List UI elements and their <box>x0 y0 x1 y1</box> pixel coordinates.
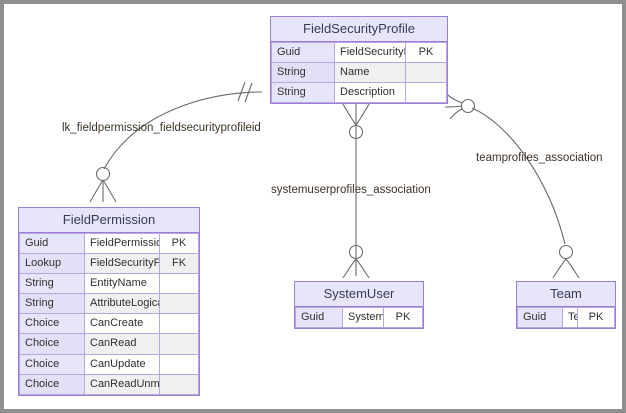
attribute-key: PK <box>577 306 615 329</box>
attribute-type: String <box>271 82 335 104</box>
attribute-table: Guid SystemUserId PK <box>295 306 423 329</box>
attribute-table: Guid FieldSecurityProfileId PK String Na… <box>271 41 447 104</box>
entity-fieldpermission[interactable]: FieldPermission Guid FieldPermissionId P… <box>18 207 200 396</box>
attribute-key: FK <box>159 253 199 275</box>
attribute-key <box>159 313 199 335</box>
attribute-type: Choice <box>19 313 85 335</box>
connector-teamprofiles <box>444 91 580 279</box>
attribute-key <box>405 62 447 84</box>
attribute-key <box>159 353 199 375</box>
attribute-key <box>159 373 199 395</box>
attribute-name: AttributeLogicalName <box>84 293 160 315</box>
table-row[interactable]: Guid FieldSecurityProfileId PK <box>271 41 447 64</box>
table-row[interactable]: Guid TeamID PK <box>517 306 615 329</box>
attribute-name: SystemUserId <box>342 306 384 329</box>
attribute-key: PK <box>159 232 199 255</box>
attribute-name: CanReadUnmasked <box>84 373 160 395</box>
attribute-type: Guid <box>19 232 85 255</box>
table-row[interactable]: Guid FieldPermissionId PK <box>19 232 199 255</box>
table-row[interactable]: Choice CanUpdate <box>19 353 199 375</box>
attribute-type: Guid <box>271 41 335 64</box>
table-row[interactable]: Guid SystemUserId PK <box>295 306 423 329</box>
attribute-type: Guid <box>517 306 563 329</box>
relationship-label-systemuserprofiles[interactable]: systemuserprofiles_association <box>271 184 431 196</box>
attribute-name: Name <box>334 62 406 84</box>
attribute-type: String <box>19 273 85 295</box>
attribute-type: Guid <box>295 306 343 329</box>
attribute-name: FieldSecurityProfileId <box>334 41 406 64</box>
entity-title: FieldPermission <box>19 208 199 233</box>
attribute-type: Choice <box>19 353 85 375</box>
attribute-name: CanUpdate <box>84 353 160 375</box>
attribute-table: Guid FieldPermissionId PK Lookup FieldSe… <box>19 232 199 395</box>
attribute-name: TeamID <box>562 306 578 329</box>
attribute-name: CanRead <box>84 333 160 355</box>
attribute-type: Choice <box>19 333 85 355</box>
attribute-key <box>159 333 199 355</box>
attribute-name: Description <box>334 82 406 104</box>
attribute-table: Guid TeamID PK <box>517 306 615 329</box>
entity-title: Team <box>517 282 615 307</box>
attribute-type: Lookup <box>19 253 85 275</box>
attribute-key <box>405 82 447 104</box>
attribute-key: PK <box>405 41 447 64</box>
entity-team[interactable]: Team Guid TeamID PK <box>516 281 616 330</box>
attribute-type: String <box>19 293 85 315</box>
attribute-type: Choice <box>19 373 85 395</box>
table-row[interactable]: Choice CanCreate <box>19 313 199 335</box>
relationship-label-lk-fieldpermission[interactable]: lk_fieldpermission_fieldsecurityprofilei… <box>62 122 261 134</box>
attribute-name: EntityName <box>84 273 160 295</box>
attribute-key <box>159 293 199 315</box>
table-row[interactable]: Choice CanReadUnmasked <box>19 373 199 395</box>
attribute-name: CanCreate <box>84 313 160 335</box>
table-row[interactable]: String AttributeLogicalName <box>19 293 199 315</box>
table-row[interactable]: Choice CanRead <box>19 333 199 355</box>
table-row[interactable]: String Name <box>271 62 447 84</box>
table-row[interactable]: String EntityName <box>19 273 199 295</box>
table-row[interactable]: Lookup FieldSecurityProfileId FK <box>19 253 199 275</box>
table-row[interactable]: String Description <box>271 82 447 104</box>
attribute-name: FieldPermissionId <box>84 232 160 255</box>
attribute-key: PK <box>383 306 423 329</box>
entity-title: SystemUser <box>295 282 423 307</box>
attribute-type: String <box>271 62 335 84</box>
attribute-key <box>159 273 199 295</box>
connector-lk-fieldpermission <box>89 81 263 203</box>
entity-title: FieldSecurityProfile <box>271 17 447 42</box>
relationship-label-teamprofiles[interactable]: teamprofiles_association <box>476 152 603 164</box>
entity-systemuser[interactable]: SystemUser Guid SystemUserId PK <box>294 281 424 330</box>
attribute-name: FieldSecurityProfileId <box>84 253 160 275</box>
